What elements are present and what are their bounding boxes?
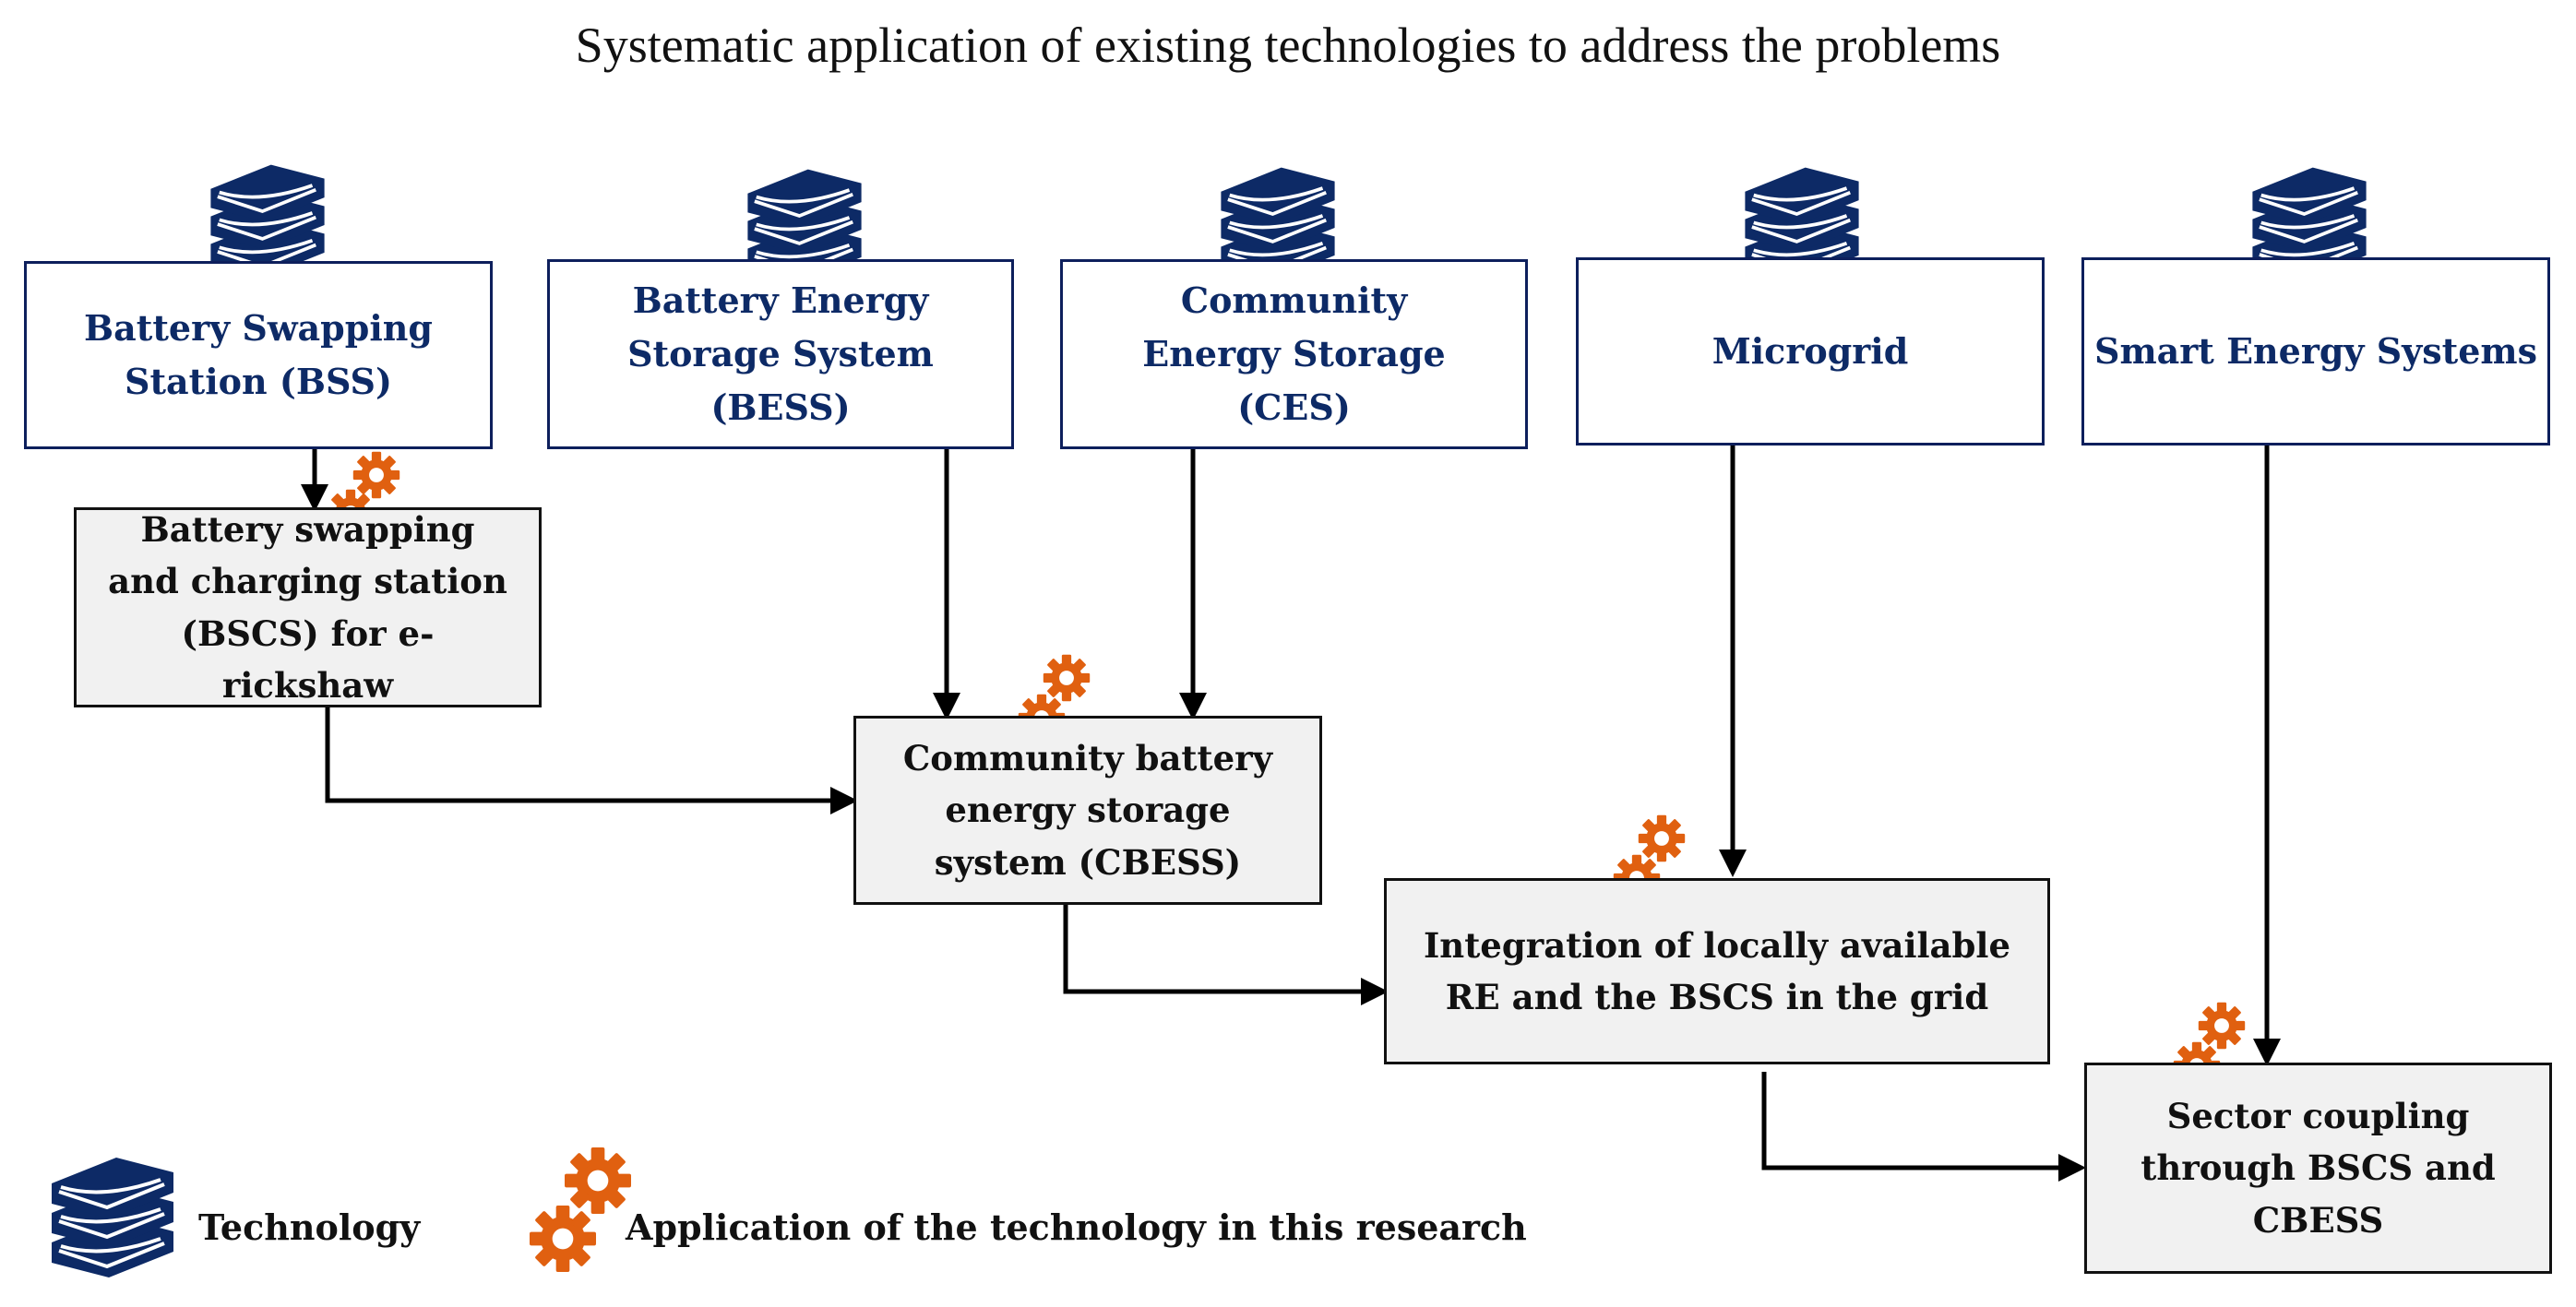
tech-box-bss: Battery Swapping Station (BSS): [24, 261, 493, 449]
legend-books-icon: [50, 1156, 175, 1277]
gear-icon: [1043, 654, 1091, 702]
legend-gear-icon: [530, 1206, 596, 1272]
arrow-bscs-to-cbess: [325, 707, 858, 814]
gear-icon: [352, 451, 400, 499]
gear-icon: [1638, 814, 1686, 862]
app-box-bscs: Battery swapping and charging station (B…: [74, 507, 542, 707]
tech-box-microgrid: Microgrid: [1576, 257, 2045, 446]
arrow-cbess-to-integration: [1063, 905, 1389, 1005]
app-box-integration: Integration of locally available RE and …: [1384, 878, 2050, 1064]
tech-box-ces: Community Energy Storage (CES): [1060, 259, 1528, 449]
gear-icon: [2198, 1002, 2246, 1050]
books-icon: [209, 162, 327, 277]
app-box-sector-coupling: Sector coupling through BSCS and CBESS: [2084, 1063, 2552, 1274]
legend-technology-label: Technology: [198, 1206, 421, 1248]
legend-gear-icon: [565, 1147, 631, 1214]
diagram-title: Systematic application of existing techn…: [575, 18, 2001, 73]
legend-application-label: Application of the technology in this re…: [626, 1206, 1527, 1248]
tech-box-smart-energy-systems: Smart Energy Systems: [2081, 257, 2550, 446]
app-box-cbess: Community battery energy storage system …: [853, 716, 1322, 905]
tech-box-bess: Battery Energy Storage System (BESS): [547, 259, 1014, 449]
arrow-integration-to-sector: [1761, 1072, 2086, 1182]
